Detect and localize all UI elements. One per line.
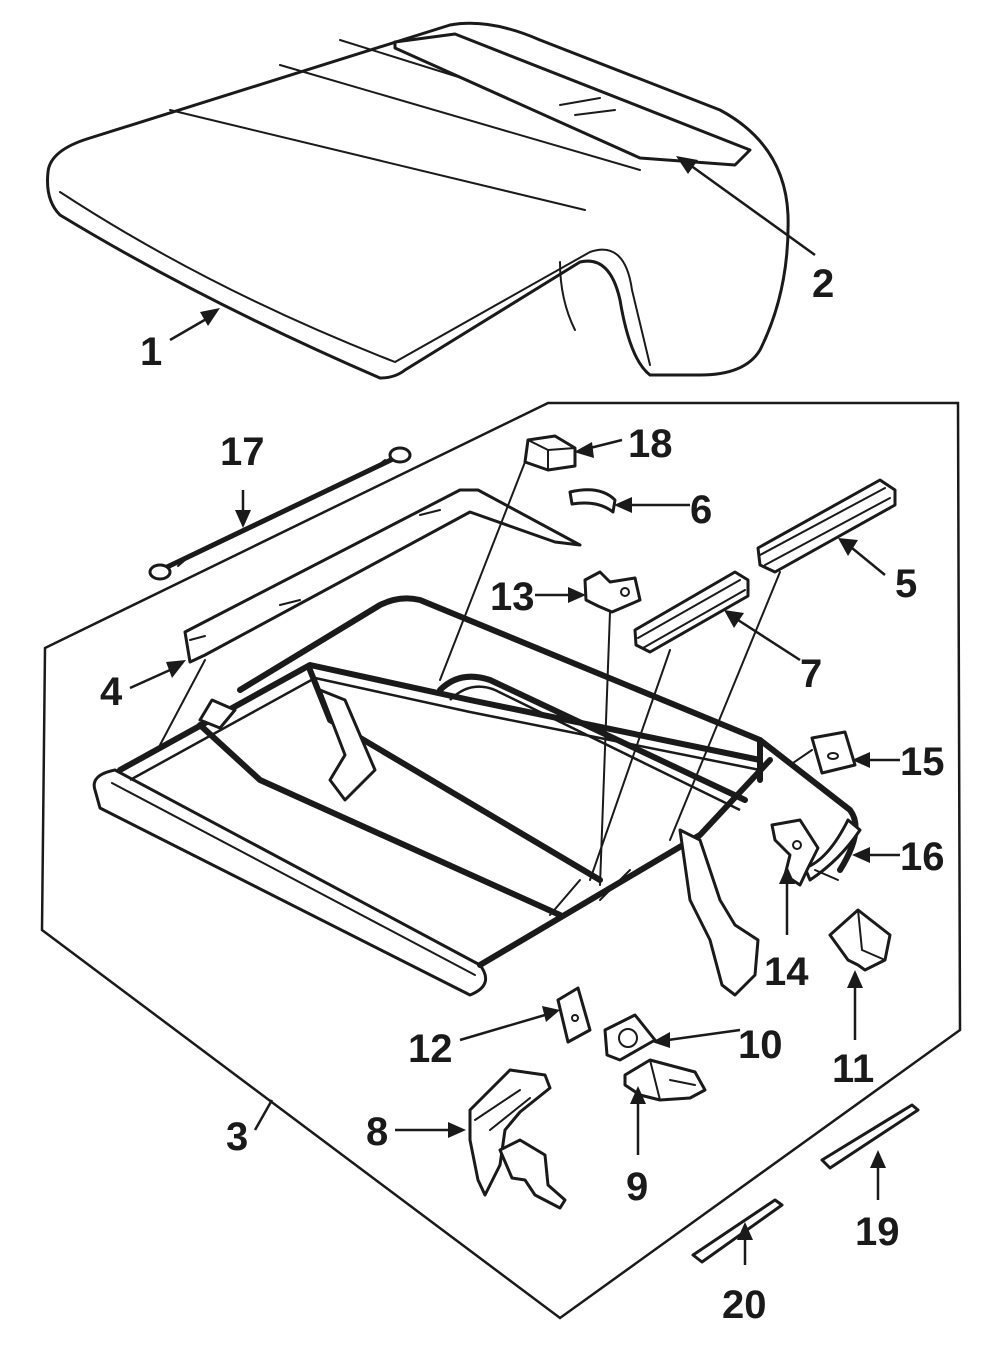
- callout-6: 6: [690, 488, 712, 532]
- part-19-strip: [820, 1103, 920, 1170]
- callout-labels: 1 2 3 4 5 6 7 8 9 10 11 12 13 14 15 16 1…: [100, 262, 945, 1327]
- part-18-bracket: [523, 434, 577, 472]
- assembly-boundary: [40, 401, 962, 1320]
- part-10-latch-plate: [603, 1013, 657, 1062]
- part-11-bracket: [828, 908, 892, 972]
- callout-20: 20: [722, 1283, 767, 1327]
- part-6-clip: [568, 488, 617, 514]
- callout-8: 8: [366, 1110, 388, 1154]
- part-12-plate: [556, 986, 592, 1044]
- part-20-strip: [691, 1198, 784, 1264]
- callout-11: 11: [832, 1047, 874, 1091]
- callout-10: 10: [738, 1023, 783, 1067]
- callout-7: 7: [800, 652, 822, 696]
- callout-18: 18: [628, 422, 673, 466]
- callout-1: 1: [140, 330, 162, 374]
- leader-lines: [129, 156, 900, 1265]
- projection-lines: [159, 461, 813, 886]
- callout-5: 5: [895, 562, 917, 606]
- part-9-latch: [623, 1058, 707, 1102]
- part-15-pad: [810, 730, 857, 775]
- part-3-top-frame: [92, 595, 862, 997]
- callout-13: 13: [490, 575, 535, 619]
- part-7-weatherstrip: [633, 570, 750, 654]
- callout-16: 16: [900, 835, 945, 879]
- callout-2: 2: [812, 262, 834, 306]
- callout-4: 4: [100, 670, 123, 714]
- part-13-bracket: [583, 570, 642, 614]
- callout-9: 9: [626, 1165, 648, 1209]
- part-14-bracket: [770, 818, 820, 887]
- part-1-hard-top: [46, 21, 790, 380]
- part-16-rear-bow-end: [814, 869, 839, 881]
- part-17-cable: [148, 446, 412, 581]
- part-4-rear-header: [183, 488, 582, 664]
- part-5-weatherstrip: [756, 478, 897, 574]
- callout-14: 14: [764, 950, 809, 994]
- callout-17: 17: [220, 430, 265, 474]
- callout-3: 3: [226, 1115, 248, 1159]
- callout-12: 12: [408, 1027, 453, 1071]
- callout-15: 15: [900, 740, 945, 784]
- callout-19: 19: [855, 1210, 900, 1254]
- part-8-hinge: [468, 1068, 567, 1210]
